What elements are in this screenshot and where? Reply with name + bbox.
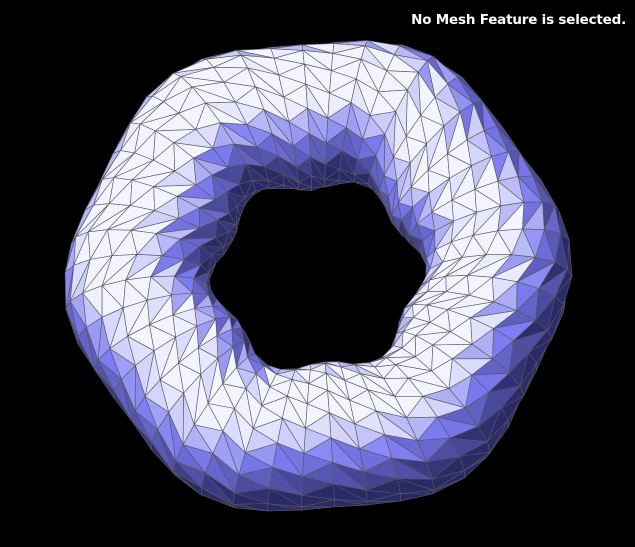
mesh-triangle[interactable] [245, 428, 278, 454]
mesh-triangle[interactable] [354, 423, 385, 450]
torus-mesh[interactable] [64, 40, 573, 512]
mesh-triangle[interactable] [288, 108, 310, 134]
mesh-triangle[interactable] [263, 109, 294, 147]
mesh-triangle[interactable] [301, 506, 335, 511]
mesh-triangle[interactable] [481, 100, 497, 131]
mesh-triangle[interactable] [399, 493, 433, 502]
mesh-triangle[interactable] [307, 108, 329, 144]
status-message: No Mesh Feature is selected. [411, 12, 626, 28]
mesh-triangle[interactable] [427, 169, 450, 193]
mesh-triangle[interactable] [517, 151, 534, 177]
mesh-triangle[interactable] [235, 101, 265, 125]
mesh-triangle[interactable] [327, 102, 352, 128]
mesh-triangle[interactable] [303, 427, 332, 454]
mesh-triangle[interactable] [369, 111, 397, 135]
